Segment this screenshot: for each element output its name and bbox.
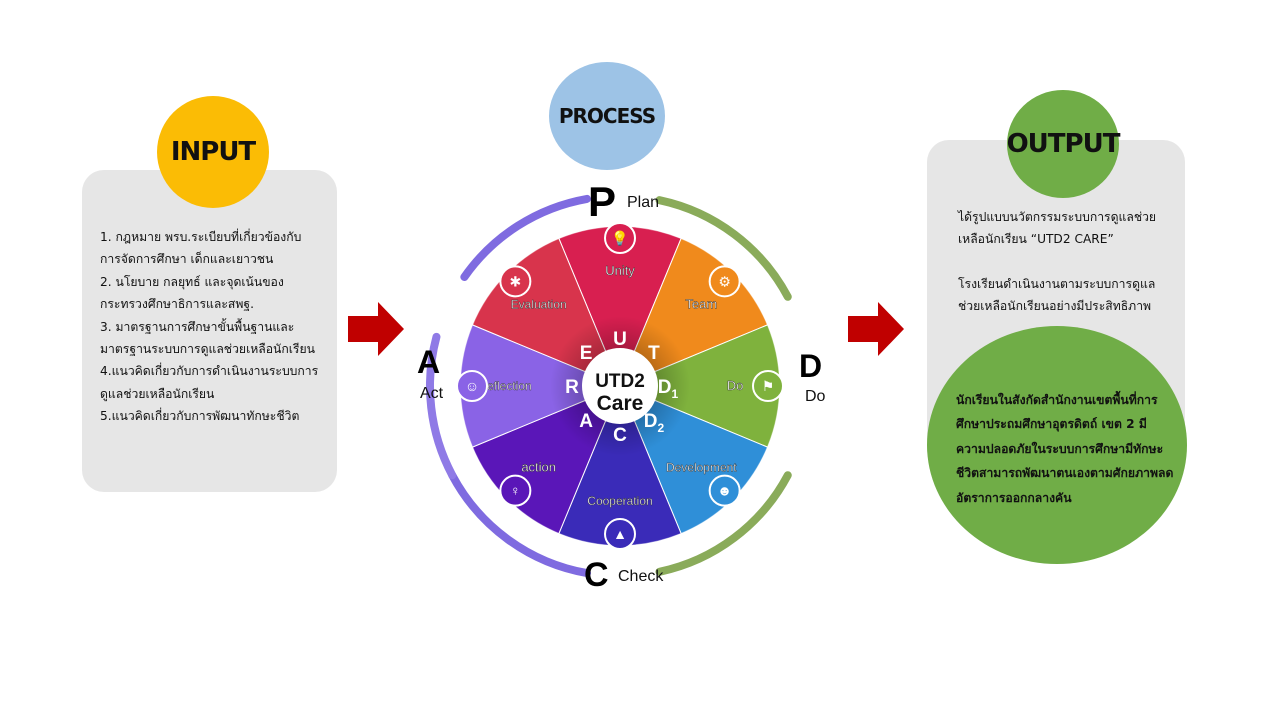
input-item: 4.แนวคิดเกี่ยวกับการดำเนินงานระบบการดูแล… xyxy=(100,364,319,401)
input-item: 1. กฎหมาย พรบ.ระเบียบที่เกี่ยวข้องกับการ… xyxy=(100,230,302,267)
output-text-1: ได้รูปแบบนวัตกรรมระบบการดูแลช่วยเหลือนัก… xyxy=(958,210,1157,247)
output-title: OUTPUT xyxy=(1006,129,1121,159)
svg-text:✱: ✱ xyxy=(509,273,521,289)
output-result-text: นักเรียนในสังกัดสำนักงานเขตพื้นที่การศึก… xyxy=(956,393,1174,505)
output-title-circle: OUTPUT xyxy=(1006,90,1121,198)
svg-text:☺: ☺ xyxy=(465,378,479,394)
input-item: 5.แนวคิดเกี่ยวกับการพัฒนาทักษะชีวิต xyxy=(100,409,300,424)
pdca-cycle-arc xyxy=(655,471,792,576)
svg-text:♀: ♀ xyxy=(510,483,521,499)
svg-text:▲: ▲ xyxy=(613,526,627,542)
segment-label: Reflection xyxy=(478,379,531,393)
segment-label: Unity xyxy=(605,263,635,278)
pdca-letter-c: C xyxy=(584,556,609,594)
pdca-word-do: Do xyxy=(805,388,826,405)
svg-text:💡: 💡 xyxy=(611,230,628,247)
input-item: 3. มาตรฐานการศึกษาขั้นพื้นฐานและมาตรฐานร… xyxy=(100,319,315,357)
input-item: 2. นโยบาย กลยุทธ์ และจุดเน้นของกระทรวงศึ… xyxy=(100,274,284,312)
process-title-circle: PROCESS xyxy=(549,62,665,170)
segment-label: Team xyxy=(685,297,717,312)
growth-chart-icon: ▲ xyxy=(604,518,636,550)
process-title: PROCESS xyxy=(558,104,656,128)
segment-label: Cooperation xyxy=(587,494,652,508)
people-icon: ☺ xyxy=(456,370,488,402)
pdca-letter-a: A xyxy=(417,344,441,380)
output-description: ได้รูปแบบนวัตกรรมระบบการดูแลช่วยเหลือนัก… xyxy=(958,206,1173,318)
presenter-icon: ⚑ xyxy=(752,370,784,402)
input-panel xyxy=(82,170,337,492)
segment-letter: R xyxy=(565,377,579,398)
lightbulb-icon: 💡 xyxy=(604,222,636,254)
person-raise-icon: ♀ xyxy=(499,474,532,507)
segment-label: Do xyxy=(727,378,744,393)
pdca-cycle-arc xyxy=(448,471,592,578)
svg-text:⚙: ⚙ xyxy=(718,273,731,289)
pdca-cycle-arc xyxy=(655,196,792,301)
segment-letter: T xyxy=(648,343,660,364)
segment-label: Development xyxy=(666,460,737,474)
segment-label: Evaluation xyxy=(511,298,567,312)
arrow-right-icon xyxy=(848,302,904,356)
arrow-right-icon xyxy=(348,302,404,356)
pdca-cycle-arc xyxy=(426,332,457,480)
segment-letter: U xyxy=(613,329,627,350)
pdca-letter-d: D xyxy=(799,348,823,384)
gear-icon: ✱ xyxy=(499,265,532,298)
pdca-word-plan: Plan xyxy=(627,194,660,211)
pdca-word-act: Act xyxy=(420,385,444,402)
center-title-line2: Care xyxy=(597,392,644,415)
segment-letter: A xyxy=(579,411,593,432)
pdca-letter-p: P xyxy=(588,178,617,225)
svg-text:⚑: ⚑ xyxy=(762,378,775,394)
output-result-circle xyxy=(927,326,1187,564)
gears-icon: ⚙ xyxy=(708,265,741,298)
pdca-cycle-arc xyxy=(460,194,592,282)
center-hub xyxy=(582,348,658,424)
input-list: 1. กฎหมาย พรบ.ระเบียบที่เกี่ยวข้องกับการ… xyxy=(100,226,320,428)
pdca-word-check: Check xyxy=(618,568,664,585)
segment-label: action xyxy=(521,459,556,474)
center-title-line1: UTD2 xyxy=(595,371,645,392)
segment-letter: E xyxy=(580,343,593,364)
meeting-icon: ☻ xyxy=(708,474,741,507)
input-title-circle: INPUT xyxy=(157,96,269,208)
input-title: INPUT xyxy=(170,137,256,167)
segment-letter: C xyxy=(613,425,627,446)
svg-text:☻: ☻ xyxy=(717,483,732,499)
output-text-2: โรงเรียนดำเนินงานตามระบบการดูแลช่วยเหลือ… xyxy=(958,276,1156,314)
